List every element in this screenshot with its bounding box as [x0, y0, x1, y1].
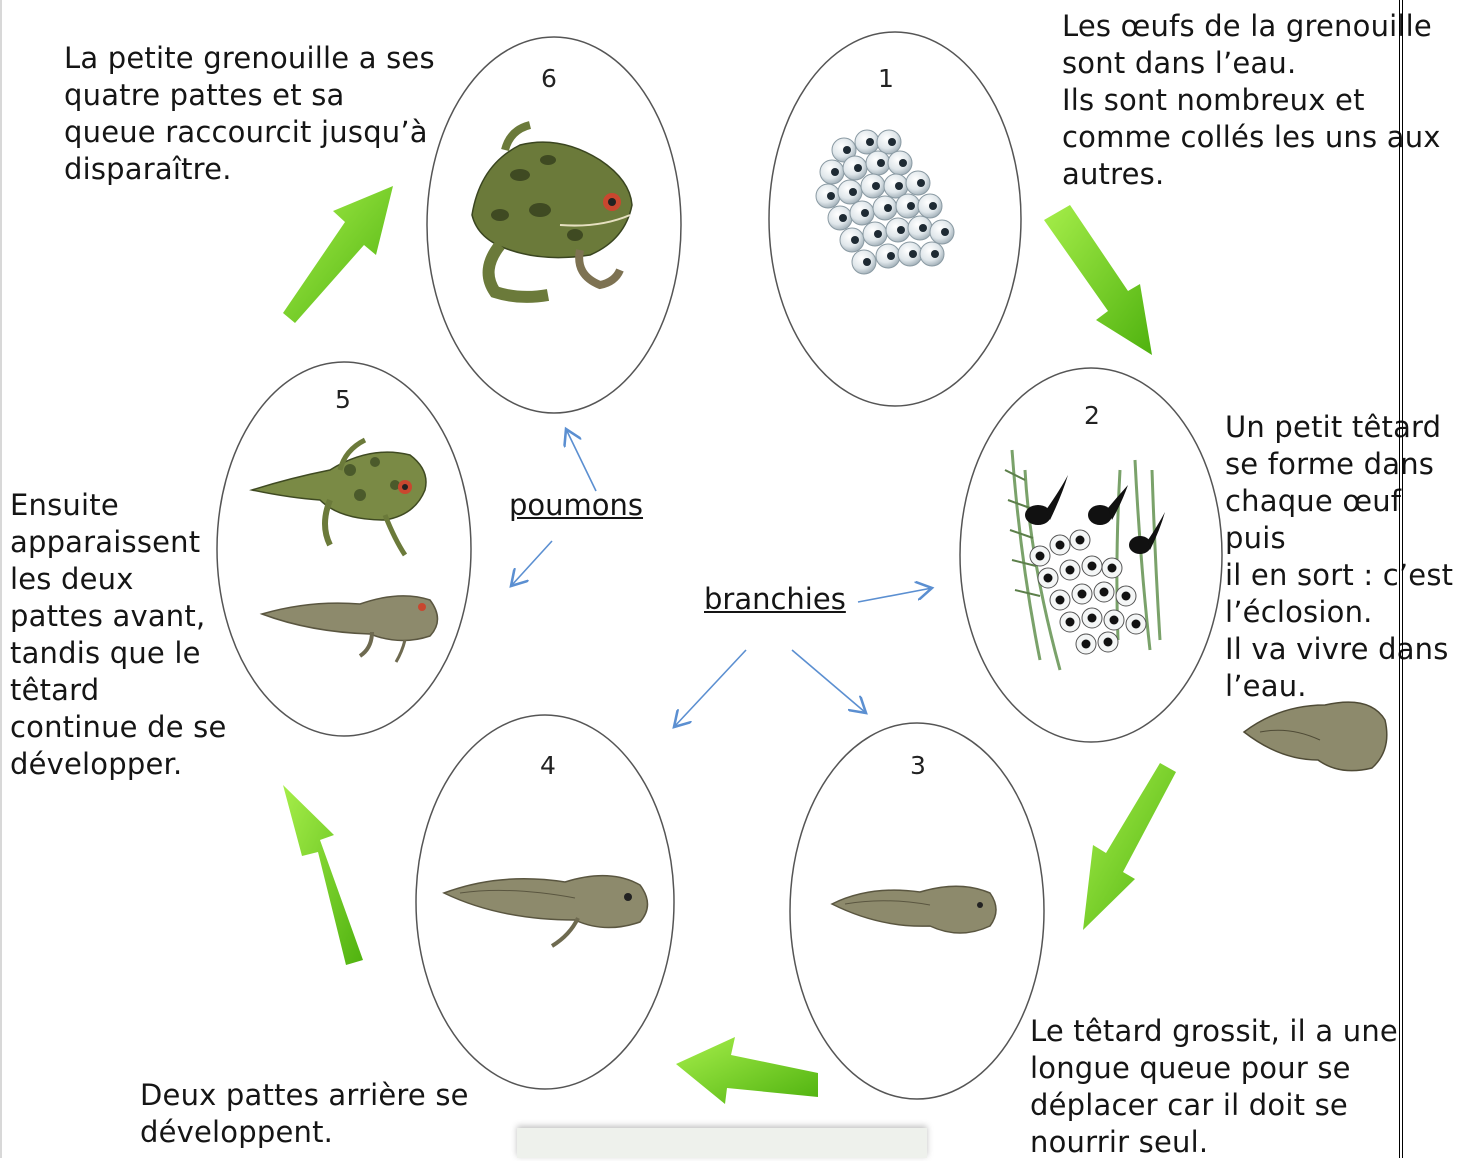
cycle-arrow-5-to-6 [283, 186, 393, 323]
label-poumons: poumons [509, 488, 643, 522]
stage-1-description: Les œufs de la grenouille sont dans l’ea… [1062, 8, 1441, 193]
stage-6-description: La petite grenouille a ses quatre pattes… [64, 40, 435, 188]
pointer-branchies-to-2 [858, 588, 932, 602]
pointer-poumons-to-5 [511, 541, 552, 586]
stage-3-number: 3 [910, 751, 926, 780]
stage-5-number: 5 [335, 385, 351, 414]
cropped-image-thumbnail [517, 1128, 927, 1158]
page-vertical-rule-2 [1402, 0, 1403, 1158]
cycle-arrow-3-to-4 [676, 1037, 818, 1104]
pointer-branchies-to-3 [792, 650, 866, 713]
stage-5-description: Ensuite apparaissent les deux pattes ava… [10, 487, 227, 783]
stage-2-number: 2 [1084, 401, 1100, 430]
page-vertical-rule [1399, 0, 1400, 1158]
stage-4-description: Deux pattes arrière se développent. [140, 1077, 469, 1151]
pointer-branchies-to-4 [674, 650, 746, 727]
cycle-arrow-4-to-5 [283, 785, 363, 965]
label-branchies: branchies [704, 582, 846, 616]
cycle-arrow-1-to-2 [1044, 205, 1152, 355]
stage-3-description: Le têtard grossit, il a une longue queue… [1030, 1013, 1398, 1161]
pointer-poumons-to-6 [566, 429, 596, 491]
tadpole-side-illustration [1244, 702, 1387, 771]
stage-4-number: 4 [540, 751, 556, 780]
stage-1-number: 1 [878, 64, 894, 93]
stage-6-number: 6 [541, 64, 557, 93]
stage-5-circle [217, 362, 471, 736]
cycle-arrow-2-to-3 [1083, 763, 1176, 930]
stage-2-description: Un petit têtard se forme dans chaque œuf… [1225, 409, 1462, 705]
